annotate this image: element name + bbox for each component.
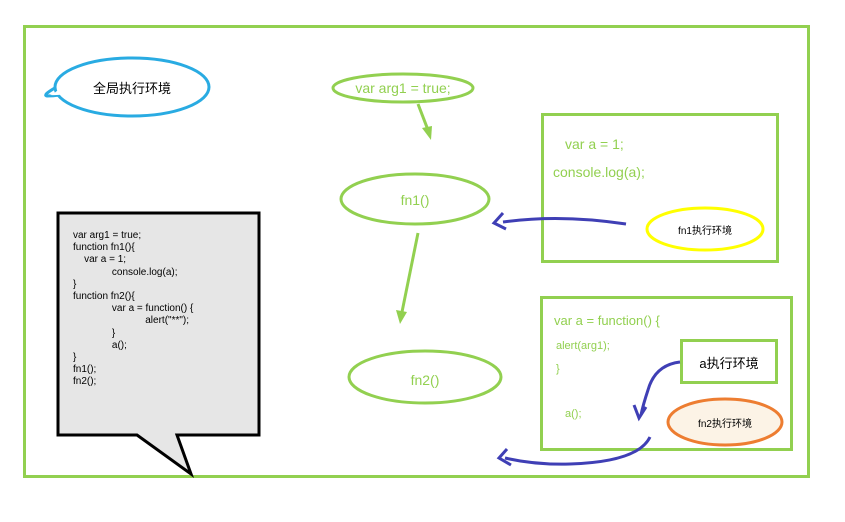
fn2-code-line2: alert(arg1); bbox=[556, 340, 610, 352]
global-label: 全局执行环境 bbox=[92, 80, 171, 96]
fn2-env-ellipse bbox=[666, 397, 784, 447]
global-frame bbox=[23, 25, 810, 478]
fn2-ellipse bbox=[347, 349, 503, 405]
fn1-code-line2: console.log(a); bbox=[553, 164, 645, 180]
arrow-fn1-env-to-fn1 bbox=[491, 211, 627, 231]
arrow-fn1-to-fn2 bbox=[396, 232, 420, 324]
global-bubble-ellipse bbox=[53, 56, 211, 118]
arrow-var-to-fn1 bbox=[416, 103, 432, 140]
fn1-env-box bbox=[541, 113, 779, 263]
fn1-ellipse bbox=[339, 172, 491, 226]
fn1-env-label: fn1执行环境 bbox=[678, 225, 732, 237]
source-code: var arg1 = true; function fn1(){ var a =… bbox=[73, 230, 194, 388]
code-callout bbox=[56, 211, 261, 479]
a-env-label: a执行环境 bbox=[699, 355, 759, 371]
fn2-env-box bbox=[540, 296, 793, 451]
fn1-env-ellipse bbox=[645, 206, 765, 252]
fn2-call-text: fn2() bbox=[410, 372, 440, 388]
fn2-code-line1: var a = function() { bbox=[554, 313, 660, 328]
fn2-code-line3: } bbox=[556, 363, 560, 375]
fn2-code-line4: a(); bbox=[565, 408, 582, 420]
arrow-fn2-env-to-fn2 bbox=[496, 436, 652, 467]
fn2-env-label: fn2执行环境 bbox=[698, 418, 752, 430]
fn1-code-line1: var a = 1; bbox=[565, 136, 624, 152]
fn1-call-text: fn1() bbox=[400, 192, 430, 208]
top-var-ellipse bbox=[331, 72, 475, 104]
top-var-text: var arg1 = true; bbox=[355, 80, 451, 96]
a-env-box bbox=[680, 339, 778, 384]
arrow-a-env-to-a-call bbox=[632, 360, 681, 422]
